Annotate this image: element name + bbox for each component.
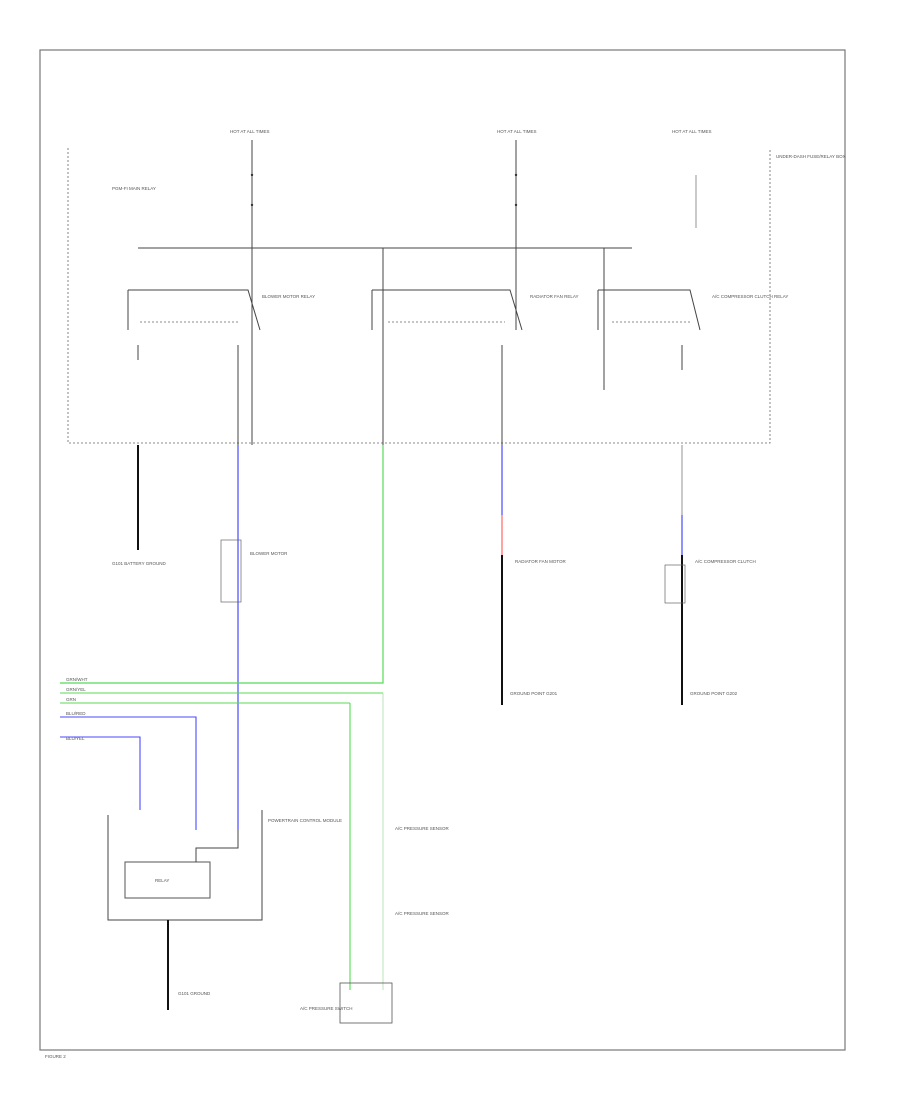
label-conn2: RADIATOR FAN MOTOR (515, 559, 567, 564)
connector-ac (664, 564, 686, 604)
label-relay3: A/C COMPRESSOR CLUTCH RELAY (712, 294, 788, 299)
label-gnd-mid: GROUND POINT G201 (510, 691, 558, 696)
label-hot-left: HOT AT ALL TIMES (230, 129, 270, 134)
label-hot-right: HOT AT ALL TIMES (672, 129, 712, 134)
label-right-unit: UNDER-DASH FUSE/RELAY BOX (776, 154, 846, 159)
label-title-block: PGM-FI MAIN RELAY (112, 186, 156, 191)
label-sensor1: A/C PRESSURE SENSOR (395, 826, 450, 831)
label-gnd-right: GROUND POINT G202 (690, 691, 738, 696)
wire-blue-ecm-2 (60, 736, 141, 810)
ecm-box (124, 861, 211, 899)
label-bus2: GRN/YEL (66, 687, 86, 692)
relay-blower: BLOWER MOTOR RELAY (127, 289, 315, 445)
fuse-left-dot-2 (250, 203, 254, 207)
label-bus4: BLU/RED (66, 711, 86, 716)
label-gnd-left: G101 BATTERY GROUND (112, 561, 167, 566)
label-relay2: RADIATOR FAN RELAY (530, 294, 579, 299)
fuse-left-dot-1 (250, 173, 254, 177)
label-footer: FIGURE 2 (45, 1054, 66, 1059)
wire-blue-ecm-1 (60, 716, 197, 830)
label-conn1: BLOWER MOTOR (250, 551, 288, 556)
label-bus3: GRN (66, 697, 76, 702)
connector-blower (220, 539, 242, 603)
label-ecm-sub: RELAY (155, 878, 169, 883)
ecm-wire-join (195, 830, 239, 862)
label-bus1: GRN/WHT (66, 677, 88, 682)
label-hot-mid: HOT AT ALL TIMES (497, 129, 537, 134)
relay-box-border (67, 148, 771, 444)
fuse-mid-dot-1 (514, 173, 518, 177)
relay-ac-compressor: A/C COMPRESSOR CLUTCH RELAY (597, 289, 788, 370)
label-bus5: BLU/YEL (66, 736, 85, 741)
wire-green-mid (60, 445, 384, 684)
label-conn3: A/C COMPRESSOR CLUTCH (695, 559, 756, 564)
label-sensor2: A/C PRESSURE SENSOR (395, 911, 450, 916)
label-relay1: BLOWER MOTOR RELAY (262, 294, 315, 299)
fuse-mid-dot-2 (514, 203, 518, 207)
label-ecm: POWERTRAIN CONTROL MODULE (268, 818, 342, 823)
outer-frame (39, 49, 846, 1051)
relay-radiator-fan: RADIATOR FAN RELAY (371, 289, 579, 445)
label-bottom-conn: A/C PRESSURE SWITCH (300, 1006, 353, 1011)
ecm-enclosure (107, 810, 263, 921)
bottom-connector (339, 982, 393, 1024)
label-gnd-bottom: G101 GROUND (178, 991, 211, 996)
